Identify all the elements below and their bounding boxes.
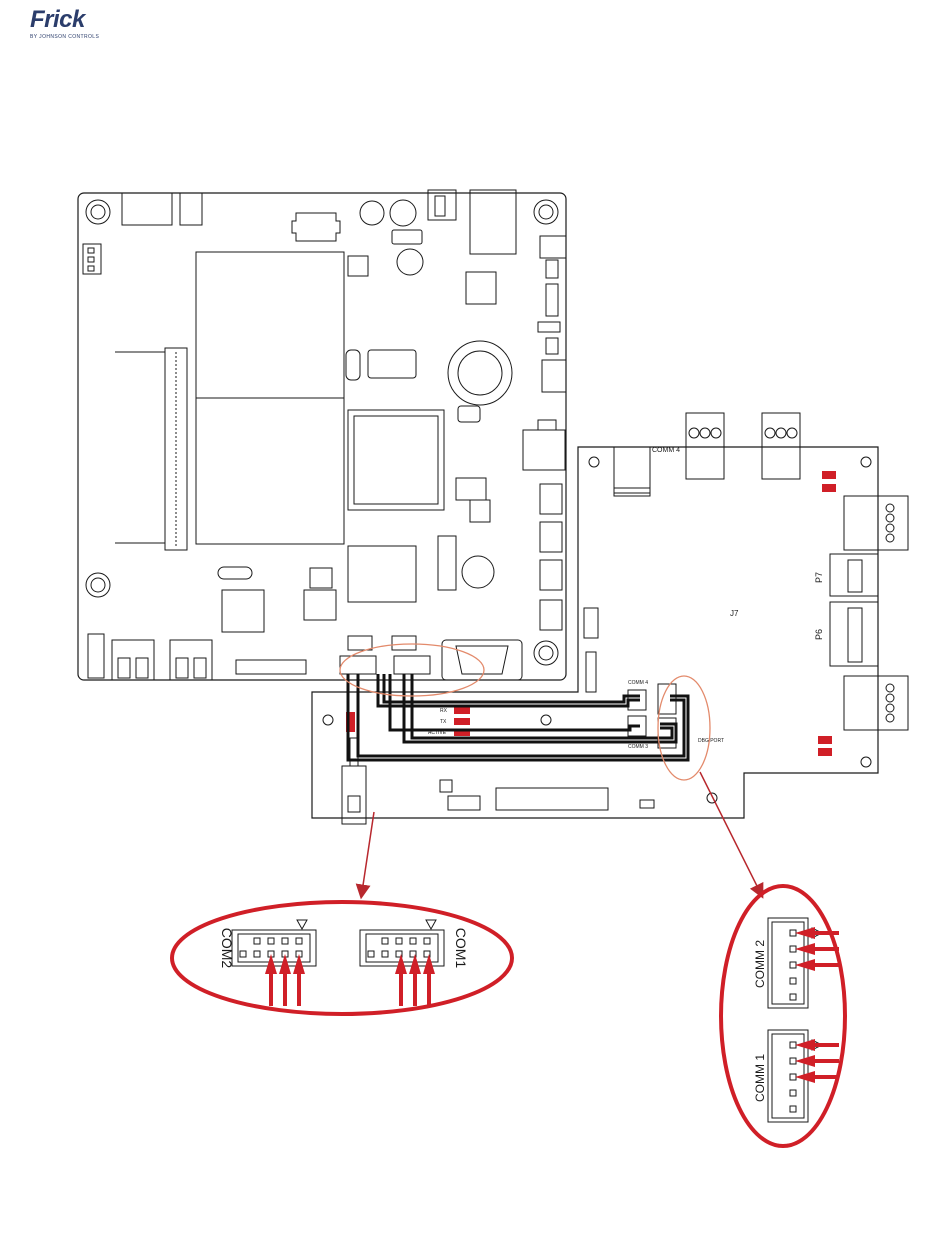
zoom-right-callout: COMM 2 COMM 1: [721, 886, 845, 1146]
comm-board: [312, 413, 908, 824]
led-label-rx: RX: [440, 708, 448, 714]
comm4-board-label: COMM 4: [652, 447, 680, 454]
led-label-tx: TX: [440, 719, 447, 725]
zoom-comm2-label: COMM 2: [753, 940, 767, 988]
dbg-port-label: DBG PORT: [698, 738, 724, 744]
zoom-com1-label: COM1: [453, 928, 469, 969]
main-board: [78, 190, 566, 680]
comm-sm3-label: COMM 3: [628, 744, 648, 750]
led-highlights: [346, 471, 836, 756]
zoom-com2-label: COM2: [219, 928, 235, 969]
p7-label: P7: [814, 572, 824, 583]
zoom-left-callout: COM2 COM1: [172, 902, 512, 1014]
callout-arrows: [362, 772, 760, 892]
zoom-comm1-label: COMM 1: [753, 1054, 767, 1102]
comm-sm4-label: COMM 4: [628, 680, 648, 686]
led-label-active: ACTIVE: [428, 730, 447, 736]
p6-label: P6: [814, 629, 824, 640]
j7-label: J7: [730, 609, 739, 618]
